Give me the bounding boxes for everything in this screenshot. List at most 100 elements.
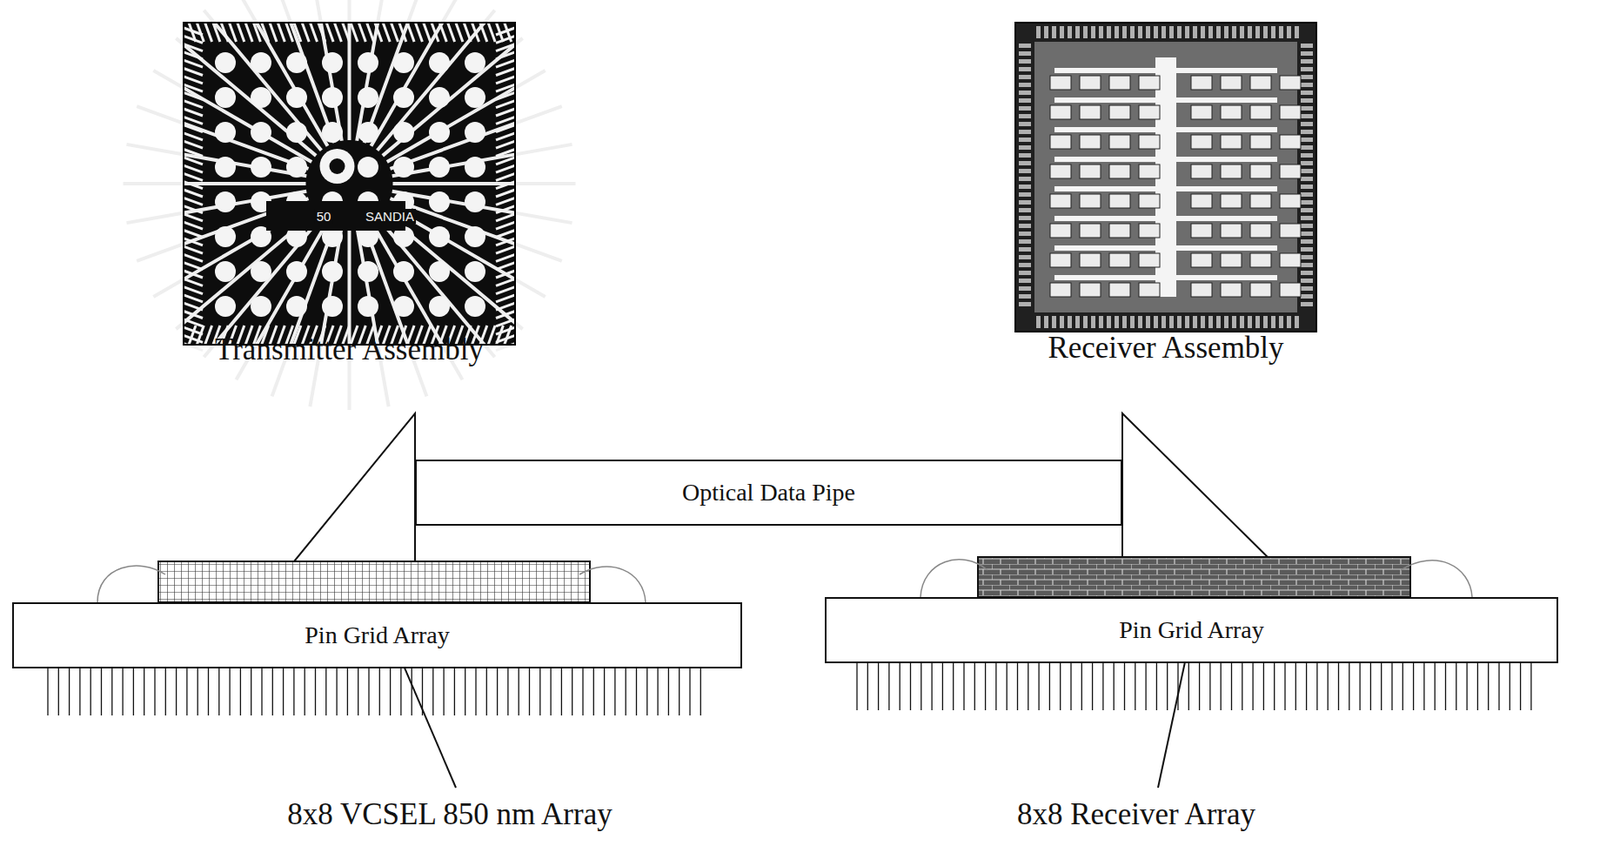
pin — [1391, 662, 1393, 710]
pin — [1251, 662, 1253, 710]
photo-detail — [428, 295, 450, 317]
photo-detail — [1300, 286, 1313, 291]
photo-detail — [464, 121, 486, 143]
photo-detail — [357, 156, 379, 178]
pin — [90, 668, 92, 716]
photo-detail — [1300, 98, 1313, 103]
photo-detail — [250, 156, 272, 178]
photo-detail — [1220, 282, 1242, 297]
photo-detail — [495, 278, 516, 286]
photo-detail — [1059, 26, 1065, 39]
photo-detail — [1250, 134, 1272, 149]
photo-detail — [1300, 301, 1313, 307]
photo-detail — [1220, 75, 1242, 90]
photo-detail — [1239, 315, 1245, 329]
photo-detail — [1300, 200, 1313, 205]
pin-grid-array: Pin Grid Array — [824, 596, 1559, 663]
photo-detail — [1161, 315, 1166, 329]
photo-detail — [1122, 26, 1127, 39]
pin — [1316, 662, 1318, 710]
pin — [282, 668, 284, 716]
photo-detail — [1300, 59, 1313, 64]
photo-detail — [183, 44, 203, 52]
pin — [1445, 662, 1447, 710]
chip-marking: SANDIA — [363, 208, 416, 224]
photo-detail — [428, 261, 450, 282]
photo-detail — [1300, 153, 1313, 158]
photo-detail — [183, 68, 203, 76]
photo-detail — [393, 295, 415, 317]
photo-detail — [464, 226, 486, 248]
photo-detail — [183, 238, 203, 246]
photo-detail — [423, 22, 431, 42]
photo-detail — [1200, 315, 1206, 329]
photo-detail — [1106, 315, 1112, 329]
photo-detail — [428, 87, 450, 108]
photo-detail — [348, 227, 352, 410]
pin — [1124, 662, 1125, 710]
photo-detail — [504, 22, 512, 42]
photo-detail — [1300, 82, 1313, 88]
photo-detail — [1044, 26, 1049, 39]
photo-detail — [1091, 315, 1096, 329]
photo-detail — [495, 230, 516, 238]
pin — [700, 668, 702, 716]
photo-detail — [183, 230, 203, 238]
photo-detail — [1114, 26, 1119, 39]
prism — [1122, 413, 1271, 560]
photo-detail — [253, 22, 261, 42]
photo-detail — [1220, 253, 1242, 268]
photo-detail — [495, 246, 516, 254]
photo-detail — [321, 261, 343, 282]
photo-detail — [1294, 315, 1299, 329]
pin — [411, 668, 413, 716]
photo-detail — [310, 22, 318, 42]
photo-detail — [183, 334, 203, 342]
photo-detail — [1050, 282, 1072, 297]
photo-detail — [261, 22, 269, 42]
photo-detail — [1018, 294, 1031, 299]
photo-detail — [1191, 105, 1212, 120]
pin — [400, 668, 402, 716]
pin — [464, 668, 466, 716]
pin — [877, 662, 879, 710]
photo-detail — [183, 35, 203, 43]
photo-detail — [495, 68, 516, 76]
photo-detail — [357, 52, 379, 74]
photo-detail — [495, 302, 516, 310]
pin — [974, 662, 976, 710]
photo-detail — [1109, 75, 1131, 90]
photo-detail — [1018, 74, 1031, 80]
photo-detail — [1200, 26, 1206, 39]
photo-detail — [183, 157, 203, 165]
photo-detail — [1145, 26, 1151, 39]
photo-detail — [1079, 194, 1101, 208]
photo-detail — [1191, 253, 1212, 268]
photo-detail — [495, 214, 516, 221]
pin — [952, 662, 954, 710]
photo-detail — [495, 327, 516, 335]
photo-detail — [357, 121, 379, 143]
photo-detail — [1138, 194, 1160, 208]
photo-detail — [272, 0, 335, 143]
photo-detail — [250, 52, 272, 74]
photo-detail — [205, 22, 213, 42]
photo-detail — [1018, 286, 1031, 291]
pin — [1423, 662, 1425, 710]
photo-detail — [495, 197, 516, 205]
photo-detail — [1018, 106, 1031, 111]
photo-detail — [1300, 51, 1313, 56]
pin — [1370, 662, 1372, 710]
photo-detail — [393, 52, 415, 74]
pin — [1455, 662, 1457, 710]
pin — [1081, 662, 1083, 710]
photo-detail — [495, 125, 516, 133]
pin — [910, 662, 911, 710]
photo-detail — [183, 311, 203, 319]
photo-detail — [1018, 168, 1031, 174]
photo-detail — [1300, 278, 1313, 283]
photo-detail — [1300, 239, 1313, 244]
photo-detail — [1018, 270, 1031, 275]
pin — [454, 668, 456, 716]
photo-detail — [286, 156, 308, 178]
